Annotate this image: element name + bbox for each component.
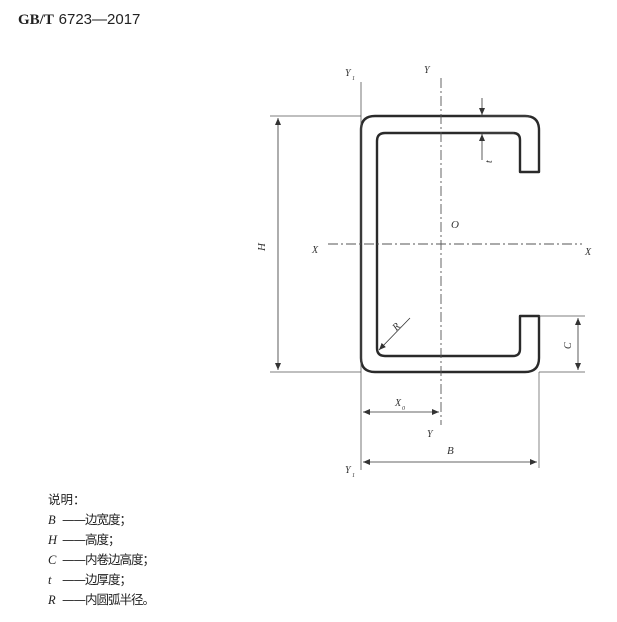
legend-text: ——内卷边高度； (62, 552, 155, 567)
label-y1-top: Y (345, 68, 352, 79)
label-x-left: X (311, 245, 319, 256)
legend-item: t ——边厚度； (48, 570, 154, 590)
r-leader-line (378, 317, 411, 351)
legend-text: ——边宽度； (62, 512, 132, 527)
legend-text: ——内圆弧半径。 (62, 592, 155, 607)
legend-symbol: C (48, 553, 57, 567)
label-y1-top-sub: 1 (352, 76, 355, 82)
label-x0: X (394, 398, 402, 409)
label-b: B (447, 445, 454, 457)
standard-number: 6723—2017 (58, 11, 141, 28)
legend-item: B ——边宽度； (48, 510, 154, 530)
label-c: C (563, 342, 574, 349)
label-y1-bottom: Y (345, 465, 352, 476)
label-x0-sub: 0 (402, 406, 405, 412)
legend: 说明： B ——边宽度； H ——高度； C ——内卷边高度； t ——边厚度； R ——… (48, 490, 155, 610)
legend-symbol: B (48, 513, 56, 527)
label-t: t (484, 160, 495, 163)
legend-symbol: H (48, 533, 58, 547)
label-y1-bottom-sub: 1 (352, 473, 355, 479)
legend-item: H ——高度； (48, 530, 154, 550)
legend-title: 说明： (48, 492, 86, 507)
label-r: R (390, 321, 403, 334)
legend-symbol: t (48, 573, 52, 587)
legend-item: C ——内卷边高度； (48, 550, 155, 570)
label-o: O (451, 219, 459, 231)
page-header: GB/T 6723—2017 (18, 10, 140, 29)
section-outer-outline (359, 114, 541, 374)
legend-symbol: R (48, 593, 56, 607)
legend-item: R ——内圆弧半径。 (48, 590, 155, 610)
label-y-top: Y (424, 65, 431, 76)
label-y-bottom: Y (427, 429, 434, 440)
label-h: H (256, 242, 268, 252)
legend-text: ——高度； (62, 532, 121, 547)
legend-text: ——边厚度； (62, 572, 132, 587)
label-x-right: X (584, 247, 592, 258)
standard-code: GB/T (18, 12, 54, 28)
